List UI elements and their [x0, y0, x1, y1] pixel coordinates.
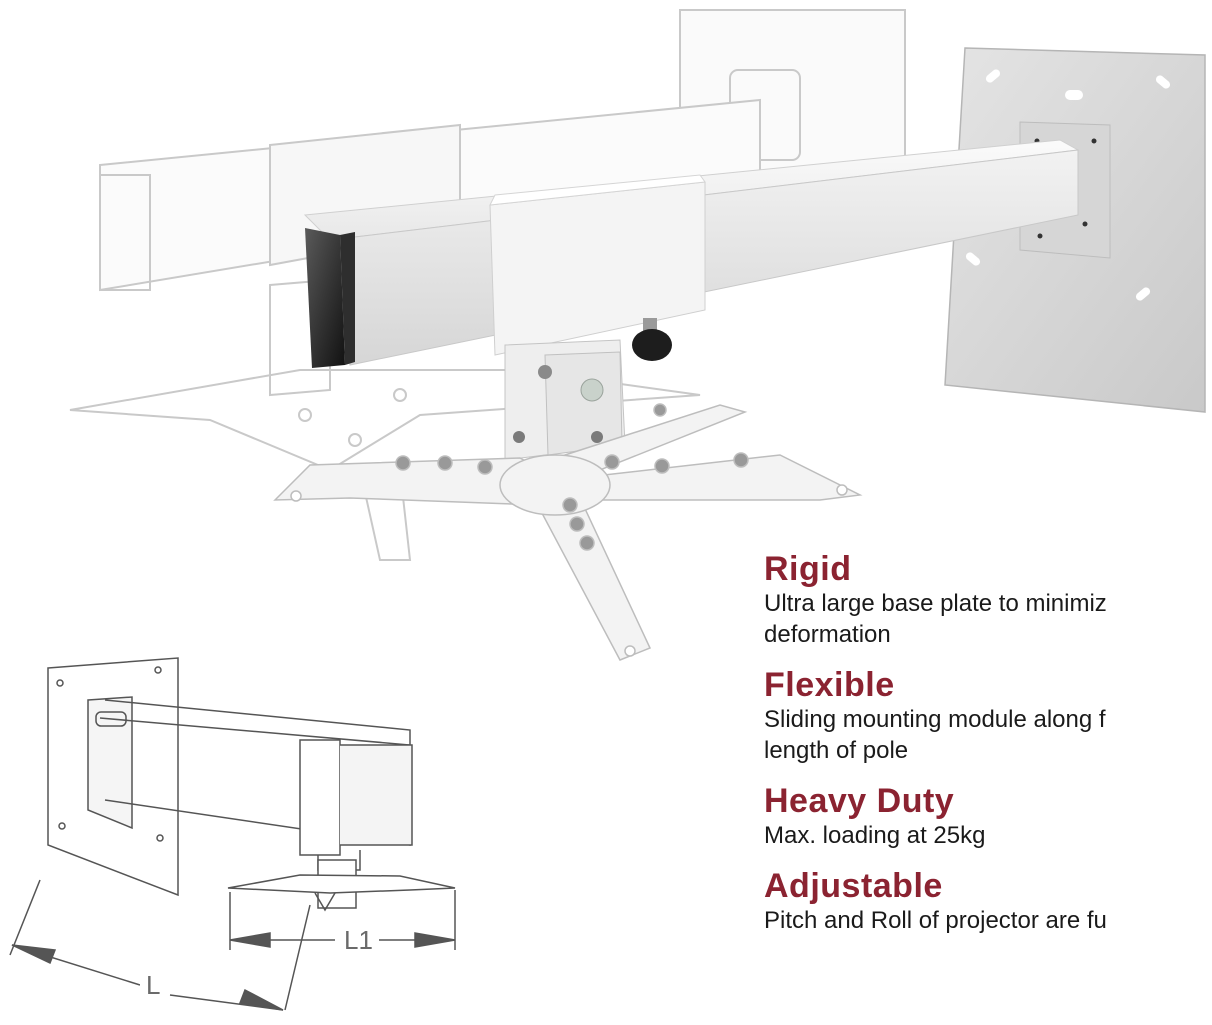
feature-description-line: length of pole	[764, 737, 909, 764]
dimension-label-l1: L1	[338, 925, 379, 956]
feature-rigid: Rigid Ultra large base plate to minimiz …	[764, 550, 1212, 650]
technical-drawing	[47, 657, 456, 912]
dimension-lines	[9, 879, 456, 1011]
feature-heavy-duty: Heavy Duty Max. loading at 25kg	[764, 782, 1212, 851]
feature-description-line: deformation	[764, 621, 891, 648]
feature-list: Rigid Ultra large base plate to minimiz …	[764, 550, 1212, 1025]
tilt-head	[504, 318, 672, 461]
extension-arm	[303, 139, 1080, 368]
dimension-label-l: L	[140, 970, 167, 1001]
ghost-mount-image	[69, 9, 906, 561]
feature-description-line: Ultra large base plate to minimiz	[764, 590, 1107, 617]
feature-description-line: Pitch and Roll of projector are fu	[764, 907, 1107, 934]
feature-description-line: Max. loading at 25kg	[764, 822, 986, 849]
feature-adjustable: Adjustable Pitch and Roll of projector a…	[764, 867, 1212, 936]
feature-flexible: Flexible Sliding mounting module along f…	[764, 666, 1212, 766]
feature-description-line: Sliding mounting module along f	[764, 706, 1106, 733]
feature-title: Heavy Duty	[764, 782, 955, 820]
spider-bracket	[273, 403, 863, 661]
feature-title: Rigid	[764, 550, 852, 588]
feature-title: Flexible	[764, 666, 895, 704]
feature-title: Adjustable	[764, 867, 943, 905]
